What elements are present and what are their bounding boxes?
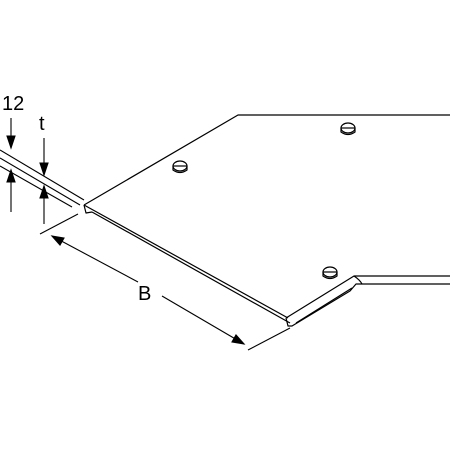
cover-plate	[83, 114, 450, 327]
cover-branch-inner	[295, 287, 353, 324]
dimension-label-b: B	[138, 283, 151, 305]
screw-1	[340, 122, 356, 136]
cover-branch-bend	[353, 275, 363, 285]
screw-3	[322, 266, 338, 280]
cover-top-outline	[83, 114, 450, 206]
screw-2	[172, 160, 188, 174]
cover-branch-edge	[285, 275, 450, 319]
cover-flange-end-left	[83, 204, 93, 214]
cover-front-edge-top	[83, 204, 289, 319]
screws	[172, 122, 356, 280]
cover-front-edge-bottom	[91, 211, 291, 324]
dimension-b	[39, 213, 291, 351]
dimension-12	[6, 118, 16, 212]
dimension-label-t: t	[39, 113, 45, 135]
cover-flange-end-right	[285, 283, 450, 327]
dimension-t	[39, 138, 49, 224]
dimension-label-12: 12	[2, 93, 24, 115]
